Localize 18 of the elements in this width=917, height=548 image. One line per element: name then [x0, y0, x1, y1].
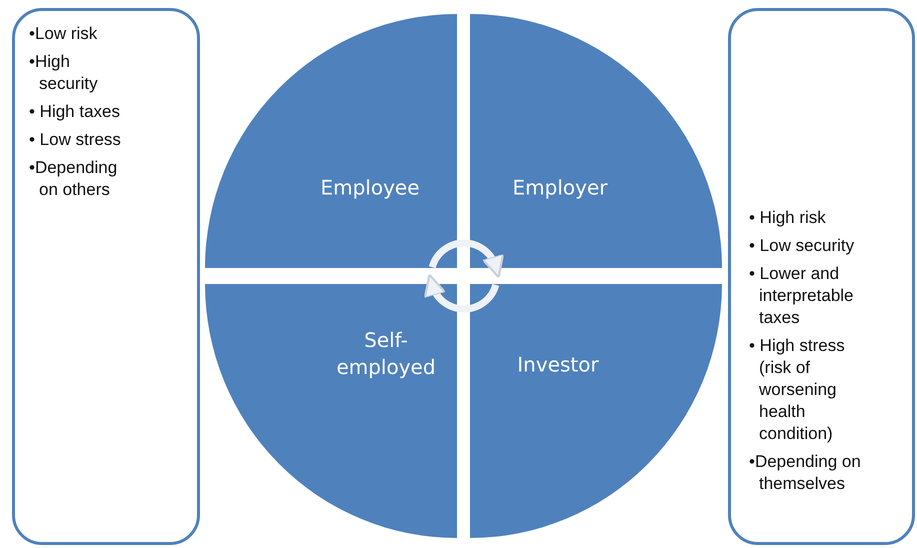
quadrant-label: Employer — [512, 174, 608, 202]
bullet-item: • Low security — [749, 235, 856, 257]
side-panel — [12, 8, 200, 545]
bullet-item: • Low stress — [29, 129, 122, 151]
cycle-arrow — [424, 274, 500, 312]
quadrant-label: Self-employed — [335, 327, 437, 381]
bullet-item: • High stress (risk of worsening health condition) — [749, 335, 846, 445]
bullet-item: •Depending on others — [29, 157, 118, 201]
bullet-item: • High risk — [749, 207, 827, 229]
quadrant-label: Employee — [319, 174, 421, 202]
bullet-item: •Low risk — [29, 23, 98, 45]
bullet-item: • High taxes — [29, 101, 121, 123]
side-panel — [728, 8, 915, 545]
bullet-item: •High security — [29, 51, 99, 95]
quadrant-label: Investor — [516, 352, 600, 378]
bullet-item: • Lower and interpretable taxes — [749, 263, 855, 329]
bullet-item: •Depending on themselves — [749, 451, 862, 495]
cycle-arrow — [428, 240, 504, 278]
